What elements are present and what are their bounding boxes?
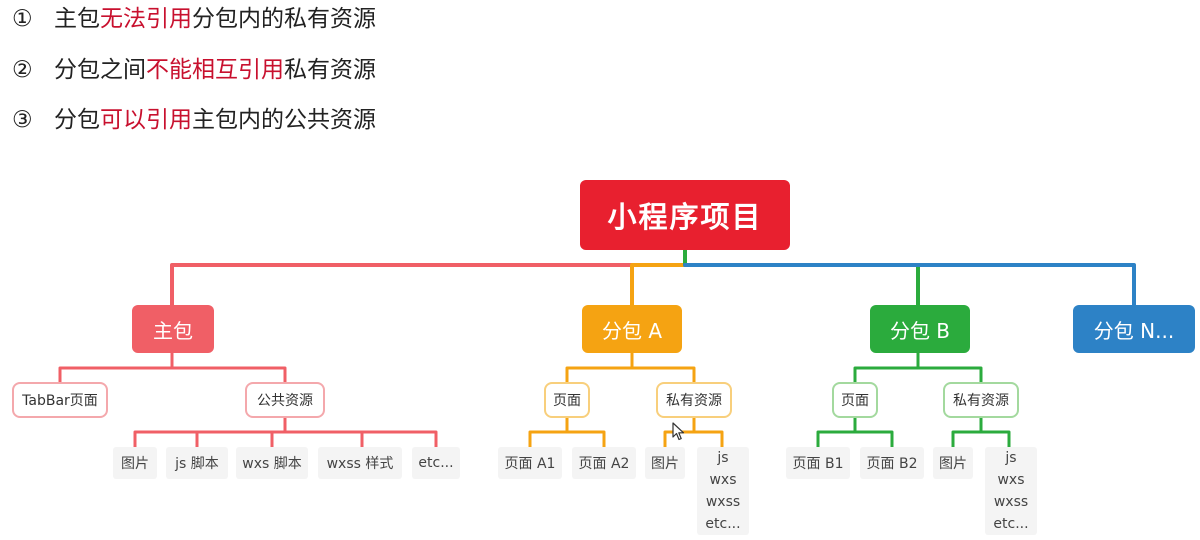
sub-b-pages-node: 页面 [832, 382, 878, 418]
tabbar-pages-node: TabBar页面 [12, 382, 108, 418]
rule-text: 分包之间 [54, 57, 146, 83]
leaf-private-files: js wxs wxss etc... [985, 447, 1037, 535]
rule-3: ③ 分包可以引用主包内的公共资源 [12, 105, 376, 135]
leaf-line: js [717, 450, 729, 466]
leaf-wxs-script: wxs 脚本 [236, 447, 308, 479]
leaf-etc: etc... [412, 447, 460, 479]
connector-sub-n [683, 263, 1136, 307]
rule-text: 分包 [54, 107, 100, 133]
leaf-line: wxss [993, 494, 1029, 510]
leaf-line: wxs [997, 472, 1025, 488]
subpackage-a-node: 分包 A [582, 305, 682, 353]
leaf-page-b1: 页面 B1 [786, 447, 850, 479]
leaf-line: js [1005, 450, 1017, 466]
mouse-cursor-icon [672, 422, 685, 441]
leaf-js-script: js 脚本 [166, 447, 228, 479]
leaf-line: wxss [705, 494, 741, 510]
connectors-sub-b-children [816, 351, 1011, 449]
rule-highlight: 不能相互引用 [146, 57, 284, 83]
leaf-line: wxs [709, 472, 737, 488]
main-package-node: 主包 [132, 305, 214, 353]
rule-highlight: 无法引用 [100, 6, 192, 32]
root-node: 小程序项目 [580, 180, 790, 250]
leaf-private-files: js wxs wxss etc... [697, 447, 749, 535]
sub-a-private-resources-node: 私有资源 [656, 382, 732, 418]
leaf-images: 图片 [645, 447, 685, 479]
rule-number: ③ [12, 107, 33, 133]
leaf-wxss-style: wxss 样式 [318, 447, 402, 479]
leaf-line: etc... [993, 516, 1029, 532]
leaf-images: 图片 [933, 447, 973, 479]
subpackage-n-node: 分包 N... [1073, 305, 1195, 353]
rule-text: 主包内的公共资源 [192, 107, 376, 133]
connectors-main-children [58, 351, 438, 449]
rule-highlight: 可以引用 [100, 107, 192, 133]
sub-b-private-resources-node: 私有资源 [943, 382, 1019, 418]
leaf-page-a2: 页面 A2 [572, 447, 636, 479]
connector-sub-a [630, 248, 687, 307]
rule-number: ① [12, 6, 33, 32]
connector-main [170, 248, 687, 307]
rule-number: ② [12, 57, 33, 83]
rule-2: ② 分包之间不能相互引用私有资源 [12, 55, 376, 85]
leaf-images: 图片 [113, 447, 157, 479]
rule-text: 主包 [54, 6, 100, 32]
subpackage-b-node: 分包 B [870, 305, 970, 353]
leaf-page-b2: 页面 B2 [860, 447, 924, 479]
rule-1: ① 主包无法引用分包内的私有资源 [12, 4, 376, 34]
connector-sub-b [683, 248, 920, 307]
rule-text: 私有资源 [284, 57, 376, 83]
rule-text: 分包内的私有资源 [192, 6, 376, 32]
common-resources-node: 公共资源 [245, 382, 325, 418]
sub-a-pages-node: 页面 [544, 382, 590, 418]
leaf-page-a1: 页面 A1 [498, 447, 562, 479]
leaf-line: etc... [705, 516, 741, 532]
